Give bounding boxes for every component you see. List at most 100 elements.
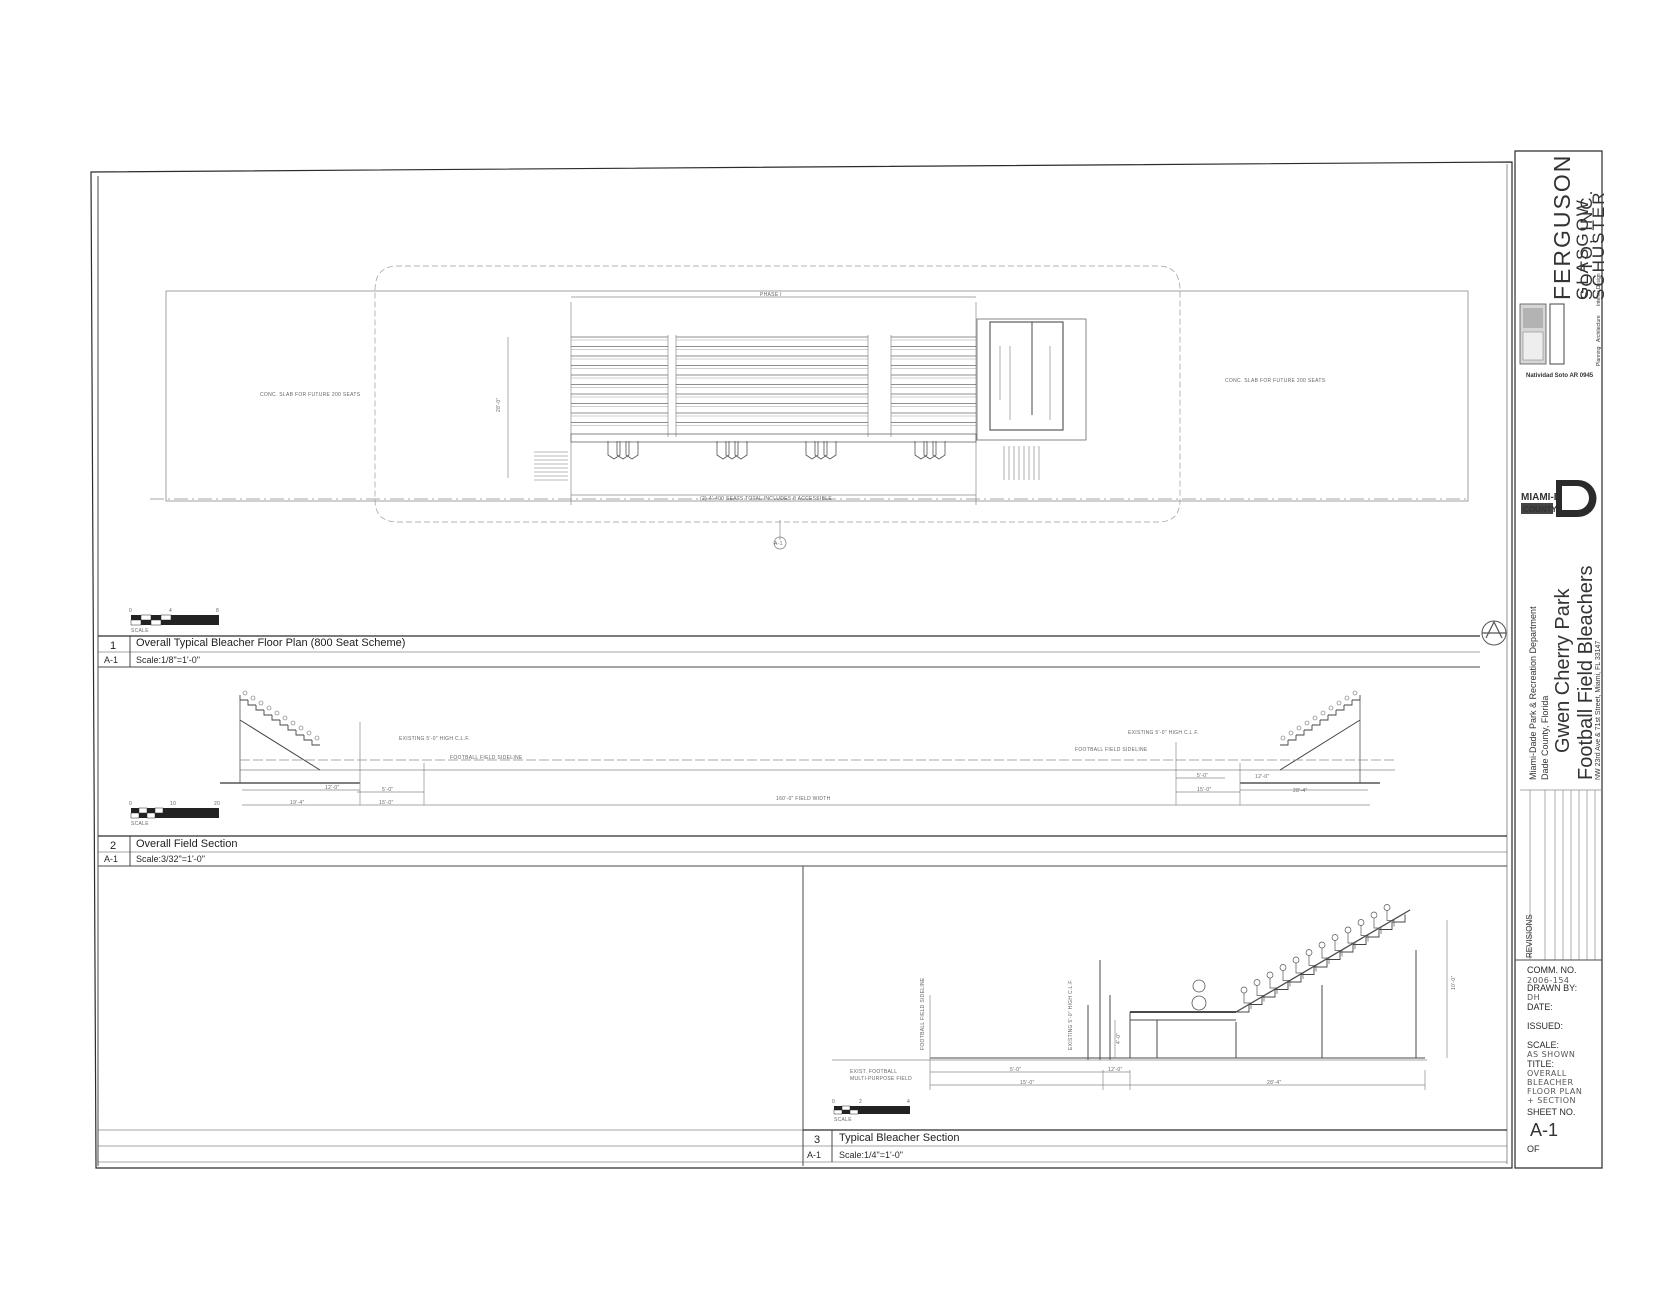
scale3-tick-2: 2 xyxy=(859,1099,862,1105)
bleacher-step xyxy=(287,725,296,731)
scale2-tick-10: 10 xyxy=(170,801,176,807)
title-value-3: FLOOR PLAN xyxy=(1527,1087,1582,1096)
spectator-head xyxy=(250,695,256,701)
scale-tick-4: 4 xyxy=(169,608,172,614)
scale-label-1: SCALE xyxy=(131,628,149,634)
service-architecture: Architecture xyxy=(1596,315,1602,342)
spectator-head xyxy=(1336,700,1342,706)
spectator-head xyxy=(266,705,272,711)
front-walk xyxy=(570,433,977,443)
sheet-no-value: A-1 xyxy=(1530,1120,1558,1140)
floor-plan-drawing: CONC. SLAB FOR FUTURE 200 SEATS CONC. SL… xyxy=(150,265,1507,646)
firm-logo xyxy=(1519,303,1565,365)
bleacher-step xyxy=(255,705,264,711)
section-step xyxy=(1288,974,1302,983)
dim-b-right: 5'-0" xyxy=(1197,773,1208,779)
project-title-line-2: Football Field Bleachers xyxy=(1575,565,1597,780)
seat-icon xyxy=(805,441,819,460)
left-slab-note: CONC. SLAB FOR FUTURE 200 SEATS xyxy=(260,392,361,398)
service-interior-design: Interior Design xyxy=(1596,273,1602,306)
person-head xyxy=(1383,904,1391,911)
phase-note: PHASE I xyxy=(760,292,782,298)
department-line-1: Miami-Dade Park & Recreation Department xyxy=(1528,606,1538,780)
sideline-note-left: FOOTBALL FIELD SIDELINE xyxy=(450,755,523,761)
sideline-note-3: FOOTBALL FIELD SIDELINE xyxy=(920,977,926,1050)
drawing-2-title: Overall Field Section xyxy=(136,838,238,850)
dim-15: 15'-0" xyxy=(1020,1080,1035,1086)
spectator-head xyxy=(314,735,320,741)
accessible-seat-clusters xyxy=(607,441,946,460)
typical-section-drawing: 5'-0" 12'-0" 15'-0" 28'-4" 4'-0" 10'-0" … xyxy=(832,904,1457,1090)
bleacher-step xyxy=(1312,720,1321,726)
scale-value: AS SHOWN xyxy=(1527,1050,1575,1059)
spectator-head xyxy=(274,710,280,716)
seat-icon xyxy=(625,441,639,460)
title-value-4: + SECTION xyxy=(1527,1096,1576,1105)
person-body xyxy=(1321,948,1330,964)
person-body xyxy=(1334,940,1343,957)
scale3-tick-0: 0 xyxy=(832,1099,835,1105)
firm-name-line-2: GLASGOW xyxy=(1573,198,1592,300)
bleacher-step xyxy=(1352,695,1361,701)
firm-services: Planning Architecture Interior Design xyxy=(1596,273,1602,366)
section-step xyxy=(1275,982,1289,990)
title-value-1: OVERALL xyxy=(1527,1069,1567,1078)
spectator-head xyxy=(1280,735,1286,741)
drawing-1-title: Overall Typical Bleacher Floor Plan (800… xyxy=(136,637,405,649)
person-head xyxy=(1357,919,1365,926)
drawing-3-title-strip: 3 A-1 Typical Bleacher Section Scale:1/4… xyxy=(98,1129,1507,1163)
date-label: DATE: xyxy=(1527,1002,1553,1012)
seat-icon xyxy=(734,441,748,460)
person-body xyxy=(1269,978,1278,994)
drawing-2-title-strip: 2 A-1 Overall Field Section Scale:3/32"=… xyxy=(98,835,1507,1166)
drawing-1-ref: A-1 xyxy=(104,655,118,665)
drawing-3-ref: A-1 xyxy=(807,1150,821,1160)
section-tag: A-1 xyxy=(774,541,783,547)
section-step xyxy=(1314,959,1328,968)
project-address: NW 23rd Ave & 71st Street, Miami, FL 331… xyxy=(1595,641,1602,780)
dim-a-right: 12'-0" xyxy=(1255,774,1270,780)
spectator-head xyxy=(282,715,288,721)
person-head xyxy=(1266,971,1274,979)
client-logo-bottom: COUNTY xyxy=(1523,505,1557,514)
department-line-2: Dade County, Florida xyxy=(1540,696,1550,780)
section-step xyxy=(1327,952,1341,960)
dim-12: 12'-0" xyxy=(1108,1067,1123,1073)
dim-e-left: 19'-4" xyxy=(290,800,305,806)
seat-icon xyxy=(814,441,828,460)
title-block-fields: COMM. NO. 2006-154 DRAWN BY: DH DATE: IS… xyxy=(1527,965,1582,1154)
bleacher-step xyxy=(279,720,288,726)
drawn-by-label: DRAWN BY: xyxy=(1527,983,1577,993)
drawing-2-number: 2 xyxy=(110,840,116,852)
drawing-1-title-strip: 1 A-1 Overall Typical Bleacher Floor Pla… xyxy=(98,635,1480,668)
drawing-2-ref: A-1 xyxy=(104,854,118,864)
seated-figures xyxy=(1191,904,1395,1011)
bleacher-step xyxy=(311,740,320,746)
drawing-3-scale: Scale:1/4"=1'-0" xyxy=(839,1150,903,1160)
bleacher-step xyxy=(1328,710,1337,716)
drawn-by-value: DH xyxy=(1527,993,1540,1002)
bleacher-step xyxy=(271,715,280,721)
person-body xyxy=(1282,970,1291,987)
drawing-1-number: 1 xyxy=(110,640,116,652)
project-title-line-1: Gwen Cherry Park xyxy=(1552,588,1574,753)
issued-label: ISSUED: xyxy=(1527,1021,1563,1031)
person-body xyxy=(1373,918,1382,934)
dim-c-left: 15'-0" xyxy=(379,800,394,806)
scale2-tick-20: 20 xyxy=(214,801,220,807)
stairs xyxy=(534,446,1040,481)
field-label-2: MULTI-PURPOSE FIELD xyxy=(850,1076,912,1082)
person-body xyxy=(1243,993,1252,1009)
spectator-head xyxy=(306,730,312,736)
seat-icon xyxy=(716,441,730,460)
bleacher-step xyxy=(1320,715,1329,721)
bleacher-step xyxy=(303,735,312,741)
depth-dimension: 28'-0" xyxy=(496,397,502,412)
scale-bar-3: 0 2 4 SCALE xyxy=(832,1099,910,1123)
seat-icon xyxy=(616,441,630,460)
left-bleacher-elevation xyxy=(220,690,360,784)
spectator-head xyxy=(290,720,296,726)
seat-icon xyxy=(914,441,928,460)
person-head xyxy=(1305,949,1313,956)
